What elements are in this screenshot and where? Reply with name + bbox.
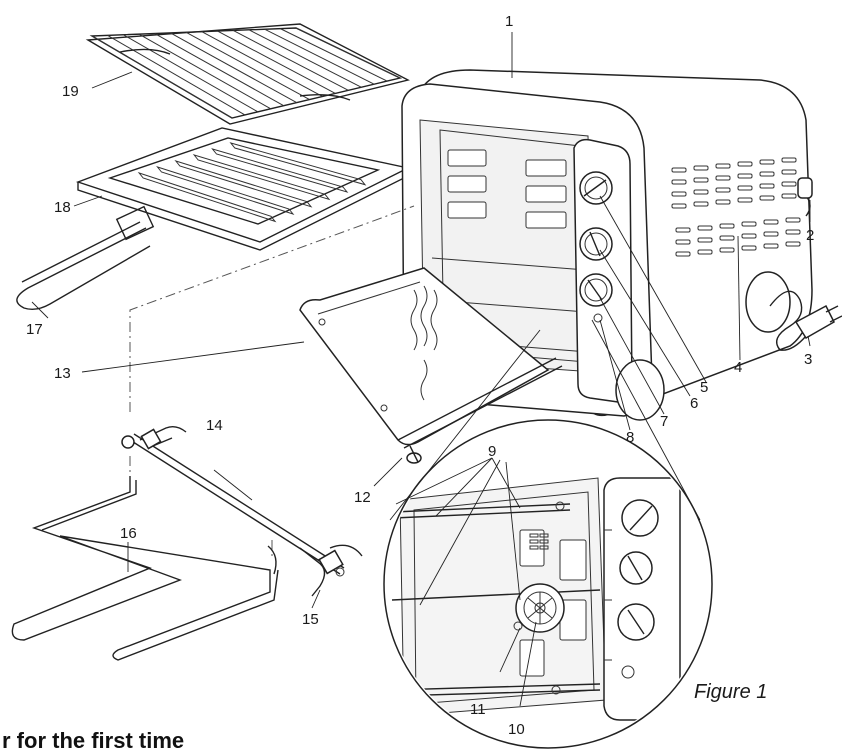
callout-13: 13 [54, 365, 71, 382]
timer-knob [579, 273, 613, 323]
callout-1: 1 [505, 13, 513, 30]
callout-17: 17 [26, 321, 43, 338]
callout-4: 4 [734, 359, 742, 376]
callout-3: 3 [804, 351, 812, 368]
figure-caption: Figure 1 [694, 681, 767, 703]
section-heading: r for the first time [2, 728, 184, 751]
callout-18: 18 [54, 199, 71, 216]
rotisserie-spit [121, 425, 363, 597]
rotisserie-handle [16, 205, 155, 311]
callout-11: 11 [470, 701, 486, 718]
oven-door [299, 267, 563, 464]
callout-2: 2 [806, 227, 814, 244]
callout-5: 5 [700, 379, 708, 396]
baking-tray [75, 127, 411, 251]
callout-leaders [31, 32, 811, 707]
callout-10: 10 [508, 721, 525, 738]
callout-16: 16 [120, 525, 137, 542]
power-cord [769, 177, 842, 351]
callout-19: 19 [62, 83, 79, 100]
callout-8: 8 [626, 429, 634, 446]
callout-7: 7 [660, 413, 668, 430]
function-knob [579, 227, 613, 261]
callout-15: 15 [302, 611, 319, 628]
thermostat-knob [579, 171, 613, 205]
rotisserie-support-frame [11, 476, 279, 661]
callout-12: 12 [354, 489, 371, 506]
wire-rack [85, 23, 410, 125]
callout-6: 6 [690, 395, 698, 412]
heat-indicator-icon [410, 285, 438, 401]
callout-14: 14 [206, 417, 223, 434]
callout-labels: 1 2 3 4 5 6 7 8 9 10 11 12 13 14 15 16 1… [26, 13, 814, 738]
callout-9: 9 [488, 443, 496, 460]
